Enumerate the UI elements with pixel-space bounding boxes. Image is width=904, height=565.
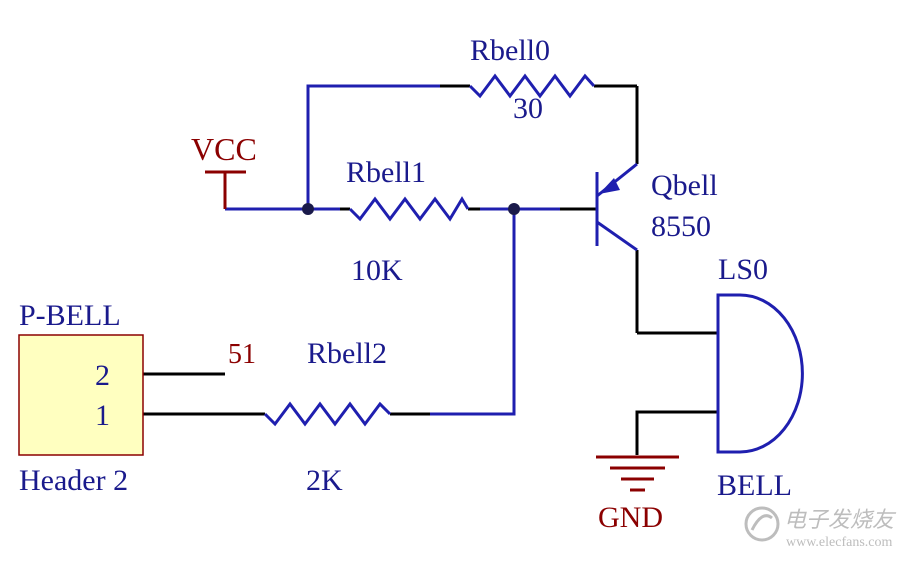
rbell2-value: 2K	[306, 464, 343, 497]
transistor-emitter-arrow	[599, 178, 620, 194]
speaker-bell	[716, 293, 804, 454]
resistor-rbell1	[348, 196, 470, 222]
transistor-collector-leg	[596, 220, 638, 252]
gnd-label: GND	[598, 501, 663, 534]
header-name: P-BELL	[19, 299, 121, 332]
header-pin-1-label: 1	[95, 399, 110, 432]
header-pin-2-label: 2	[95, 359, 110, 392]
watermark: 电子发烧友 www.elecfans.com	[744, 506, 897, 550]
watermark-title: 电子发烧友	[784, 507, 897, 532]
speaker-value: BELL	[717, 469, 792, 502]
rbell1-value: 10K	[351, 254, 403, 287]
resistor-rbell2	[263, 401, 392, 427]
wires	[225, 84, 637, 416]
transistor-value: 8550	[651, 210, 711, 243]
watermark-url: www.elecfans.com	[786, 535, 892, 550]
transistor-name: Qbell	[651, 169, 718, 202]
rbell1-name: Rbell1	[346, 156, 426, 189]
speaker-pin-bottom	[635, 410, 718, 455]
rbell2-name: Rbell2	[307, 337, 387, 370]
header-body	[18, 334, 144, 456]
gnd-symbol	[596, 455, 679, 492]
rbell0-value: 30	[513, 92, 543, 125]
transistor-qbell	[595, 162, 638, 252]
wire-rbell2-right	[430, 209, 516, 416]
wire-top-loop	[306, 84, 440, 209]
net-label-51: 51	[228, 339, 256, 370]
speaker-name: LS0	[718, 253, 768, 286]
junction-a	[302, 203, 314, 215]
header-value: Header 2	[19, 464, 128, 497]
resistor-rbell0	[468, 73, 596, 99]
junction-b	[508, 203, 520, 215]
rbell0-name: Rbell0	[470, 34, 550, 67]
vcc-label: VCC	[191, 131, 257, 167]
watermark-logo-icon	[744, 506, 780, 542]
